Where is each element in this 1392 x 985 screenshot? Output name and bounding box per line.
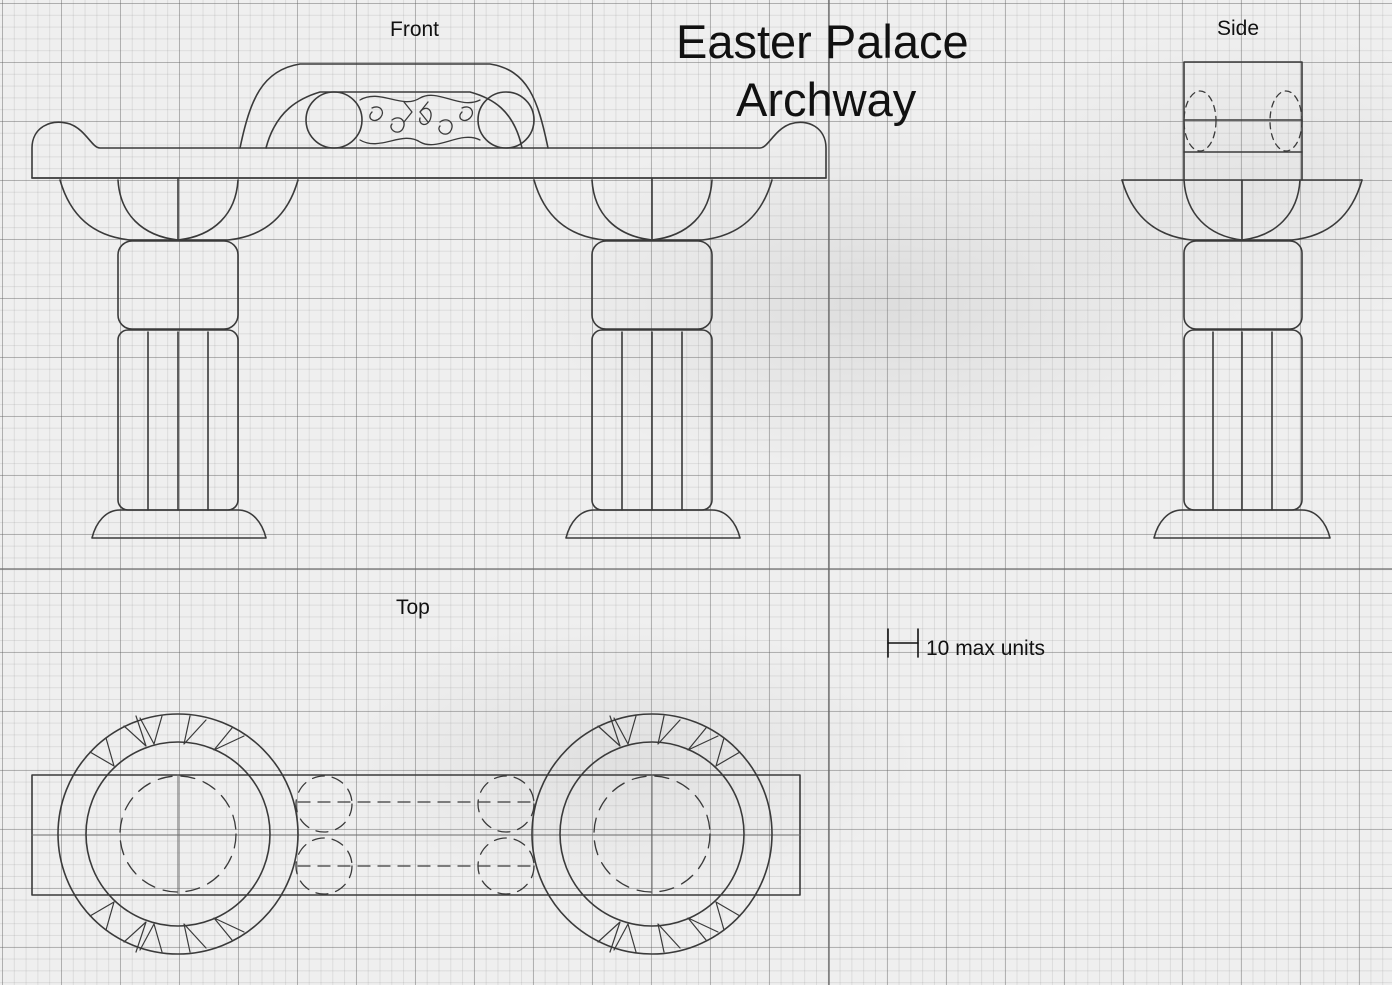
title-line-2: Archway bbox=[736, 73, 917, 126]
top-right-tower bbox=[531, 713, 773, 955]
front-left-column bbox=[59, 177, 299, 539]
front-lintel bbox=[31, 121, 827, 179]
front-arch-top bbox=[239, 63, 549, 149]
top-view bbox=[31, 713, 801, 955]
scale-bar bbox=[887, 628, 919, 658]
title-line-1: Easter Palace bbox=[676, 15, 969, 68]
front-right-column bbox=[533, 177, 773, 539]
front-view bbox=[31, 63, 827, 539]
front-view-label: Front bbox=[390, 18, 440, 41]
top-view-label: Top bbox=[396, 596, 430, 619]
side-view bbox=[1121, 61, 1363, 539]
side-view-label: Side bbox=[1217, 17, 1260, 40]
scroll-ornament bbox=[359, 94, 481, 146]
top-left-tower bbox=[57, 713, 299, 955]
top-arch-connection bbox=[295, 775, 535, 895]
scale-label: 10 max units bbox=[926, 637, 1046, 660]
